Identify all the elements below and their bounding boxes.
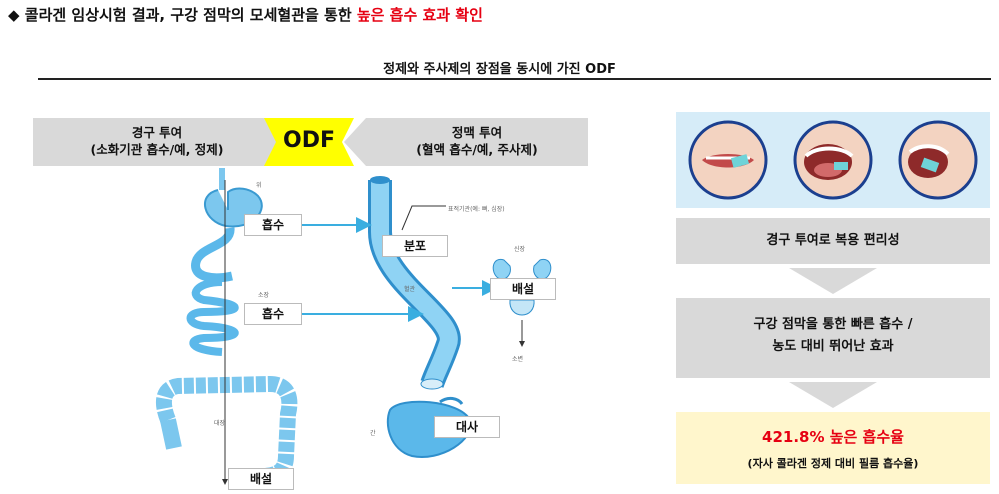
small-intestine (186, 278, 239, 356)
tissue-label: 표적기관(예: 뼈, 심장) (448, 206, 505, 213)
kidney-label: 신장 (514, 246, 526, 253)
excrete-label-1: 배설 (228, 468, 294, 490)
mouth-2 (793, 120, 873, 200)
duodenum (191, 227, 235, 283)
urine-label: 소변 (512, 356, 524, 363)
large-intestine-label: 대장 (214, 420, 226, 427)
iv-administration-arrow: 정맥 투여 (혈액 흡수/예, 주사제) (344, 118, 588, 166)
step-2-box: 구강 점막을 통한 빠른 흡수 / 농도 대비 뛰어난 효과 (676, 298, 990, 378)
odf-label: ODF (283, 128, 335, 153)
divider (38, 78, 991, 80)
page-heading: ◆ 콜라겐 임상시험 결과, 구강 점막의 모세혈관을 통한 높은 흡수 효과 … (8, 4, 483, 25)
mouth-1 (688, 120, 768, 200)
step-1-box: 경구 투여로 복용 편리성 (676, 218, 990, 264)
oral-administration-arrow: 경구 투여 (소화기관 흡수/예, 정제) (33, 118, 303, 166)
step-2-line-1: 구강 점막을 통한 빠른 흡수 / (753, 317, 913, 332)
stomach-label: 위 (256, 182, 262, 189)
mouth-3 (898, 120, 978, 200)
heading-prefix: 콜라겐 임상시험 결과, 구강 점막의 모세혈관을 통한 (24, 6, 357, 24)
result-sub: (자사 콜라겐 정제 대비 필름 흡수율) (747, 457, 919, 470)
vessel-label: 혈관 (404, 286, 416, 293)
distribute-label: 분포 (382, 235, 448, 257)
absorb-label-1: 흡수 (244, 214, 302, 236)
anatomy-illustration (155, 168, 552, 485)
absorb-label-2: 흡수 (244, 303, 302, 325)
left-arrow-shape (344, 118, 588, 166)
heading-highlight: 높은 흡수 효과 확인 (356, 6, 483, 24)
excrete-label-2: 배설 (490, 278, 556, 300)
large-intestine (155, 375, 298, 484)
right-arrow-shape (33, 118, 303, 166)
step-2-line-2: 농도 대비 뛰어난 효과 (772, 339, 894, 354)
diagram-subtitle: 정제와 주사제의 장점을 동시에 가진 ODF (383, 62, 616, 77)
bladder (509, 299, 535, 347)
small-intestine-label: 소장 (258, 292, 270, 299)
blood-vessel (368, 176, 461, 390)
result-main: 421.8% 높은 흡수율 (762, 428, 904, 446)
step-1-text: 경구 투여로 복용 편리성 (766, 233, 900, 248)
mouth-illustration (688, 120, 978, 200)
odf-shape (264, 118, 354, 166)
iv-subtitle: (혈액 흡수/예, 주사제) (416, 142, 538, 157)
result-box: 421.8% 높은 흡수율 (자사 콜라겐 정제 대비 필름 흡수율) (676, 412, 990, 484)
oral-subtitle: (소화기관 흡수/예, 정제) (90, 142, 224, 157)
liver-label: 간 (370, 430, 376, 437)
heading-bullet: ◆ (8, 6, 20, 24)
down-arrow-2 (789, 382, 877, 408)
odf-usage-illustration (676, 112, 990, 208)
down-arrow-1 (789, 268, 877, 294)
oral-title: 경구 투여 (131, 125, 183, 140)
metabolism-label: 대사 (434, 416, 500, 438)
liver (386, 396, 472, 458)
iv-title: 정맥 투여 (451, 125, 503, 140)
odf-badge: ODF (264, 118, 354, 166)
tissue-pointer (401, 205, 446, 231)
